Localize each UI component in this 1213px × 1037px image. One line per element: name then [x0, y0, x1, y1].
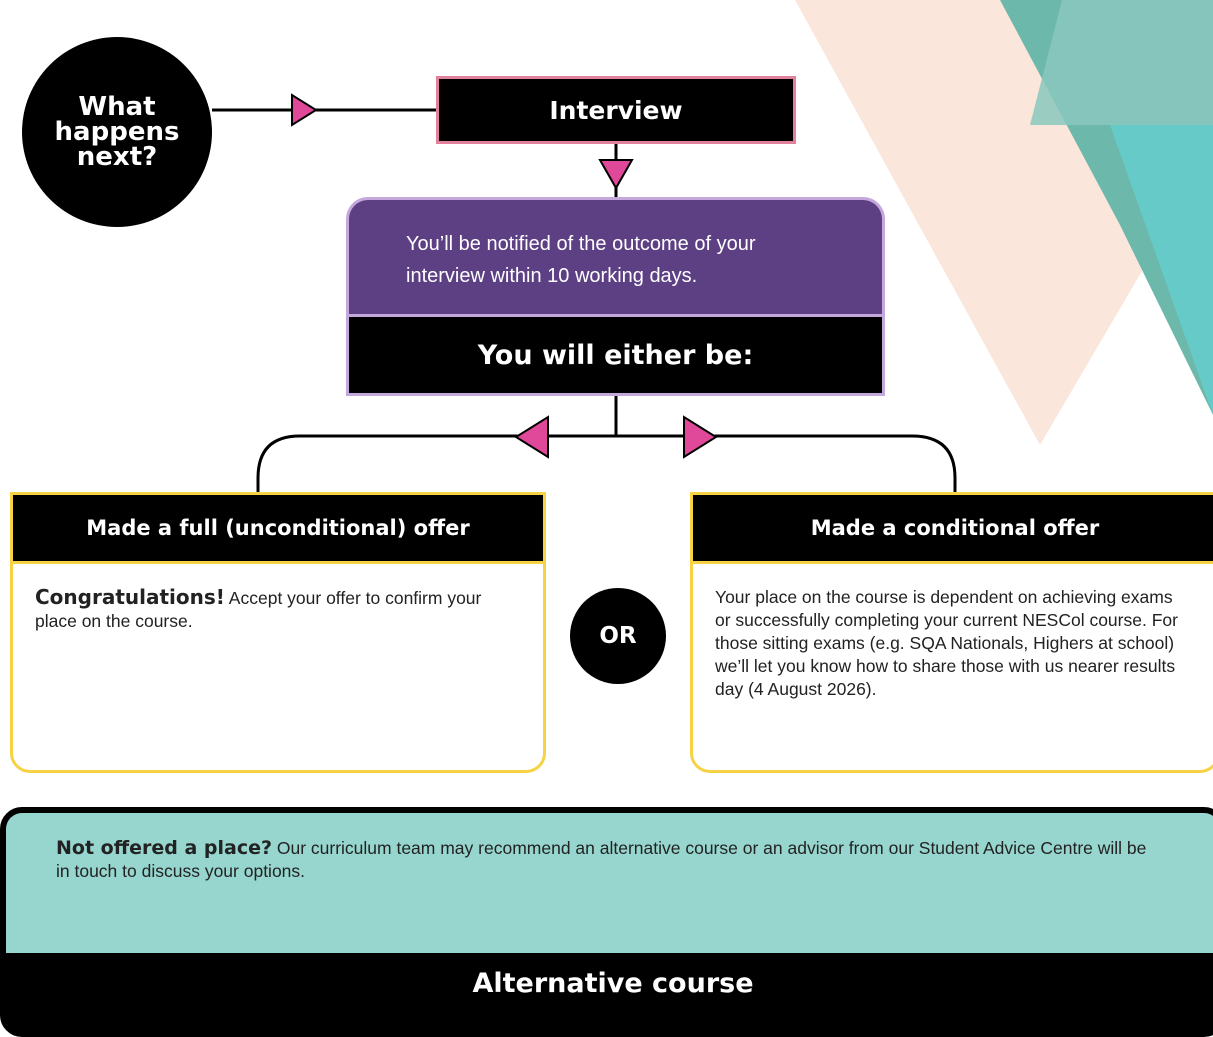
branch-left-connector [256, 434, 616, 492]
arrow-right-icon [291, 93, 318, 127]
what-happens-next-badge: What happens next? [22, 37, 212, 227]
arrow-right-icon [683, 415, 718, 459]
conditional-offer-text: Your place on the course is dependent on… [715, 587, 1178, 699]
full-offer-card: Made a full (unconditional) offer Congra… [10, 492, 546, 773]
full-offer-body: Congratulations! Accept your offer to co… [13, 561, 543, 770]
interview-label: Interview [549, 95, 683, 125]
interview-step: Interview [436, 76, 796, 144]
flowchart-connectors [212, 0, 1213, 492]
not-offered-panel: Not offered a place? Our curriculum team… [0, 807, 1213, 1037]
arrow-left-icon [514, 415, 549, 459]
or-badge: OR [570, 588, 666, 684]
full-offer-text: Accept your offer to confirm your place … [35, 588, 482, 631]
outcome-heading: You will either be: [477, 339, 754, 371]
outcome-step: You will either be: [346, 314, 885, 396]
light-teal-triangle-decoration [1030, 0, 1213, 125]
not-offered-section: Not offered a place? Our curriculum team… [6, 813, 1213, 953]
conditional-offer-card: Made a conditional offer Your place on t… [690, 492, 1213, 773]
full-offer-title: Made a full (unconditional) offer [13, 495, 543, 561]
not-offered-lead: Not offered a place? [56, 837, 272, 859]
full-offer-lead: Congratulations! [35, 585, 225, 609]
conditional-offer-body: Your place on the course is dependent on… [693, 561, 1213, 770]
cyan-triangle-decoration [1110, 125, 1213, 415]
arrow-down-icon [598, 159, 634, 191]
alternative-course-heading: Alternative course [6, 929, 1213, 1031]
or-label: OR [599, 623, 637, 649]
not-offered-text: Our curriculum team may recommend an alt… [56, 838, 1147, 881]
alternative-course-label: Alternative course [472, 967, 754, 999]
notification-step: You’ll be notified of the outcome of you… [346, 197, 885, 314]
page-title: What happens next? [54, 91, 180, 172]
conditional-offer-title: Made a conditional offer [693, 495, 1213, 561]
notification-text: You’ll be notified of the outcome of you… [406, 233, 756, 287]
branch-right-connector [616, 434, 957, 492]
